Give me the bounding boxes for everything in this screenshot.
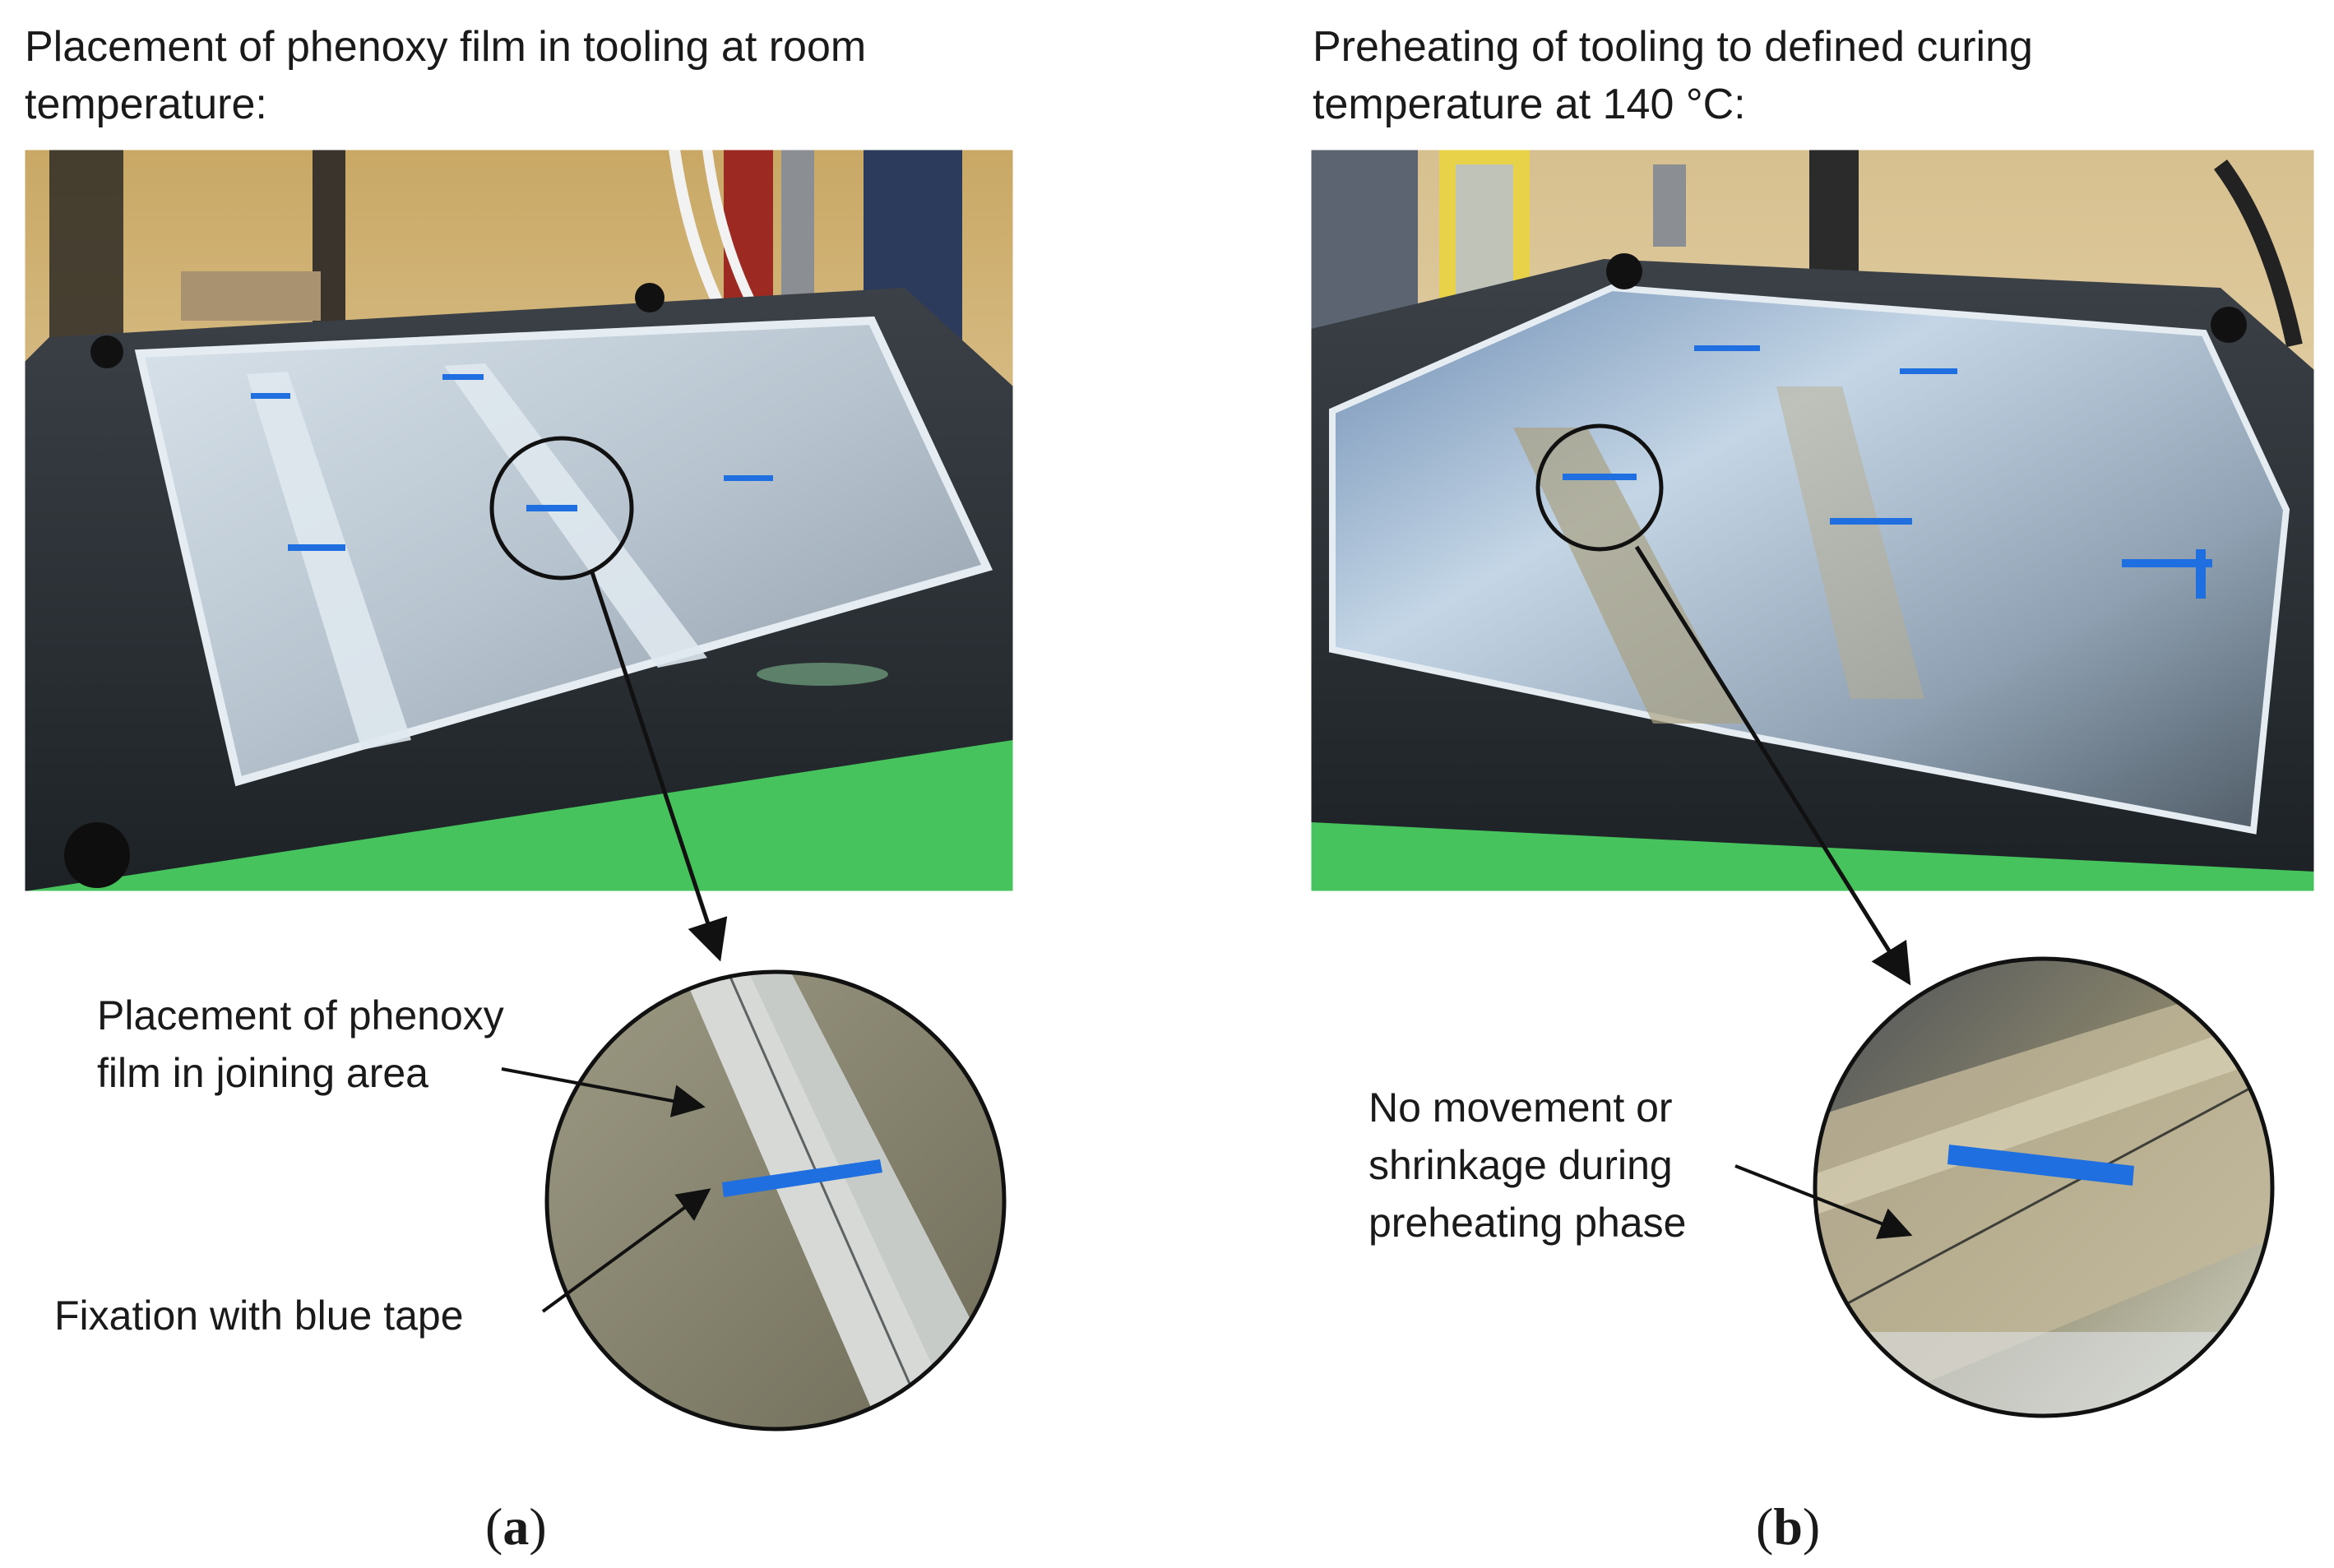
panel-a-label-letter: a [502, 1497, 530, 1556]
panel-b-highlight-circle [1535, 423, 1664, 552]
panel-b-callout-no-movement: No movement or shrinkage during preheati… [1368, 1085, 1687, 1246]
panel-a-callout-film-placement: Placement of phenoxy film in joining are… [97, 992, 504, 1096]
panel-a-label-open: ( [485, 1497, 503, 1556]
panel-b-connector-arrow [1634, 545, 1911, 986]
panel-b-label-open: ( [1756, 1497, 1774, 1556]
panel-a-connector-arrow [590, 571, 728, 962]
panel-a-callout-blue-tape: Fixation with blue tape [54, 1293, 464, 1339]
panel-a-callout-arrow-top [501, 1067, 706, 1117]
panel-a-label-close: ) [529, 1497, 547, 1556]
panel-b-photo [1311, 150, 2314, 891]
panel-b-label-letter: b [1773, 1497, 1803, 1556]
panel-a-zoom-view [547, 972, 1004, 1429]
panel-a-callout-arrow-bottom [541, 1188, 711, 1313]
panel-b-label-close: ) [1802, 1497, 1821, 1556]
panel-b-heading: Preheating of tooling to defined curing … [1313, 23, 2033, 128]
panel-b-zoom-view [1815, 959, 2272, 1416]
panel-a-label: (a) [485, 1496, 547, 1557]
panel-b-label: (b) [1756, 1496, 1820, 1557]
panel-a-heading: Placement of phenoxy film in tooling at … [25, 23, 867, 128]
panel-b-callout-arrow [1734, 1164, 1913, 1239]
panel-a-highlight-circle [489, 436, 634, 580]
panel-a-photo [25, 150, 1013, 891]
